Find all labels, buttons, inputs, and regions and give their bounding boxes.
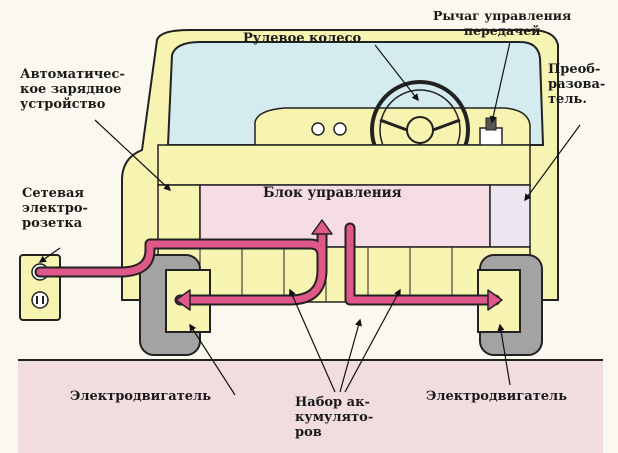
label-motor-left: Электродвигатель [70,389,212,404]
label-auto-charger: Автоматичес- кое зарядное устройство [20,67,125,112]
label-motor-right: Электродвигатель [426,389,568,404]
label-outlet: Сетевая электро- розетка [22,186,88,231]
dashboard [254,107,531,146]
ground-area [18,360,603,453]
power-outlet [19,254,61,321]
gear-lever [479,117,503,147]
label-battery-pack: Набор ак- кумулято- ров [295,395,374,440]
hood-area [157,144,531,186]
label-control-unit: Блок управления [263,185,402,201]
label-converter: Преоб- разова- тель. [548,62,606,107]
battery-pack [157,246,531,303]
energy-flow [34,219,503,311]
charger-box [157,184,201,248]
label-gear-lever: Рычаг управления передачей [433,8,572,38]
steering-wheel [370,80,470,180]
label-steering-wheel: Рулевое колесо [243,31,362,46]
leader-lines [38,41,581,396]
converter-box [489,184,531,248]
